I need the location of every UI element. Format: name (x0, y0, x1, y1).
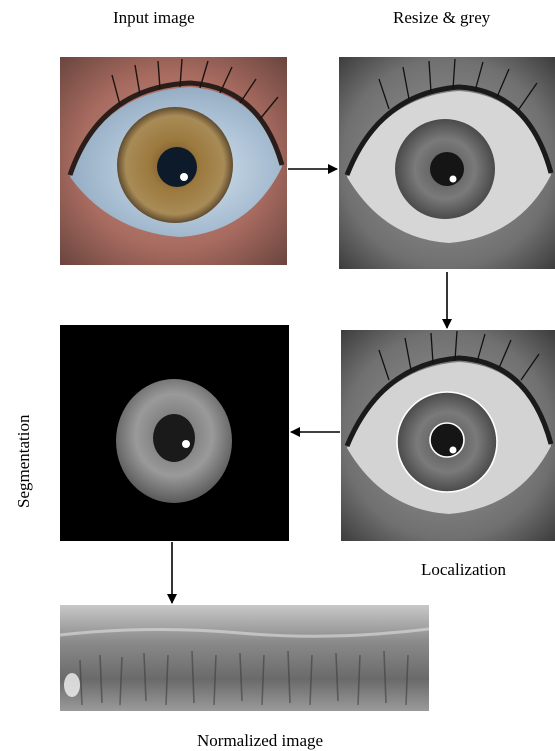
input-eye-image (60, 57, 287, 265)
label-segmentation: Segmentation (14, 415, 34, 508)
label-input-image: Input image (113, 8, 195, 28)
segmentation-image (60, 325, 289, 541)
normalized-iris-image (60, 605, 429, 711)
grey-eye-image (339, 57, 555, 269)
localization-eye-image (341, 330, 555, 541)
label-resize-grey: Resize & grey (393, 8, 490, 28)
label-localization: Localization (421, 560, 506, 580)
label-normalized-image: Normalized image (197, 731, 323, 751)
